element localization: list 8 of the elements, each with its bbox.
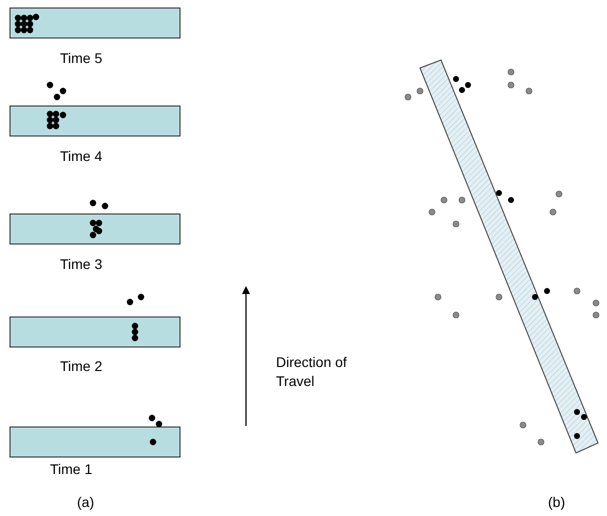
time-label: Time 4 [60, 148, 102, 164]
direction-label: Direction of Travel [276, 353, 348, 391]
time-label: Time 1 [50, 461, 92, 477]
time-label: Time 3 [60, 256, 102, 272]
panel-label: (b) [548, 494, 566, 510]
panel-label: (a) [77, 494, 94, 510]
time-label: Time 2 [60, 358, 102, 374]
time-label: Time 5 [60, 50, 102, 66]
